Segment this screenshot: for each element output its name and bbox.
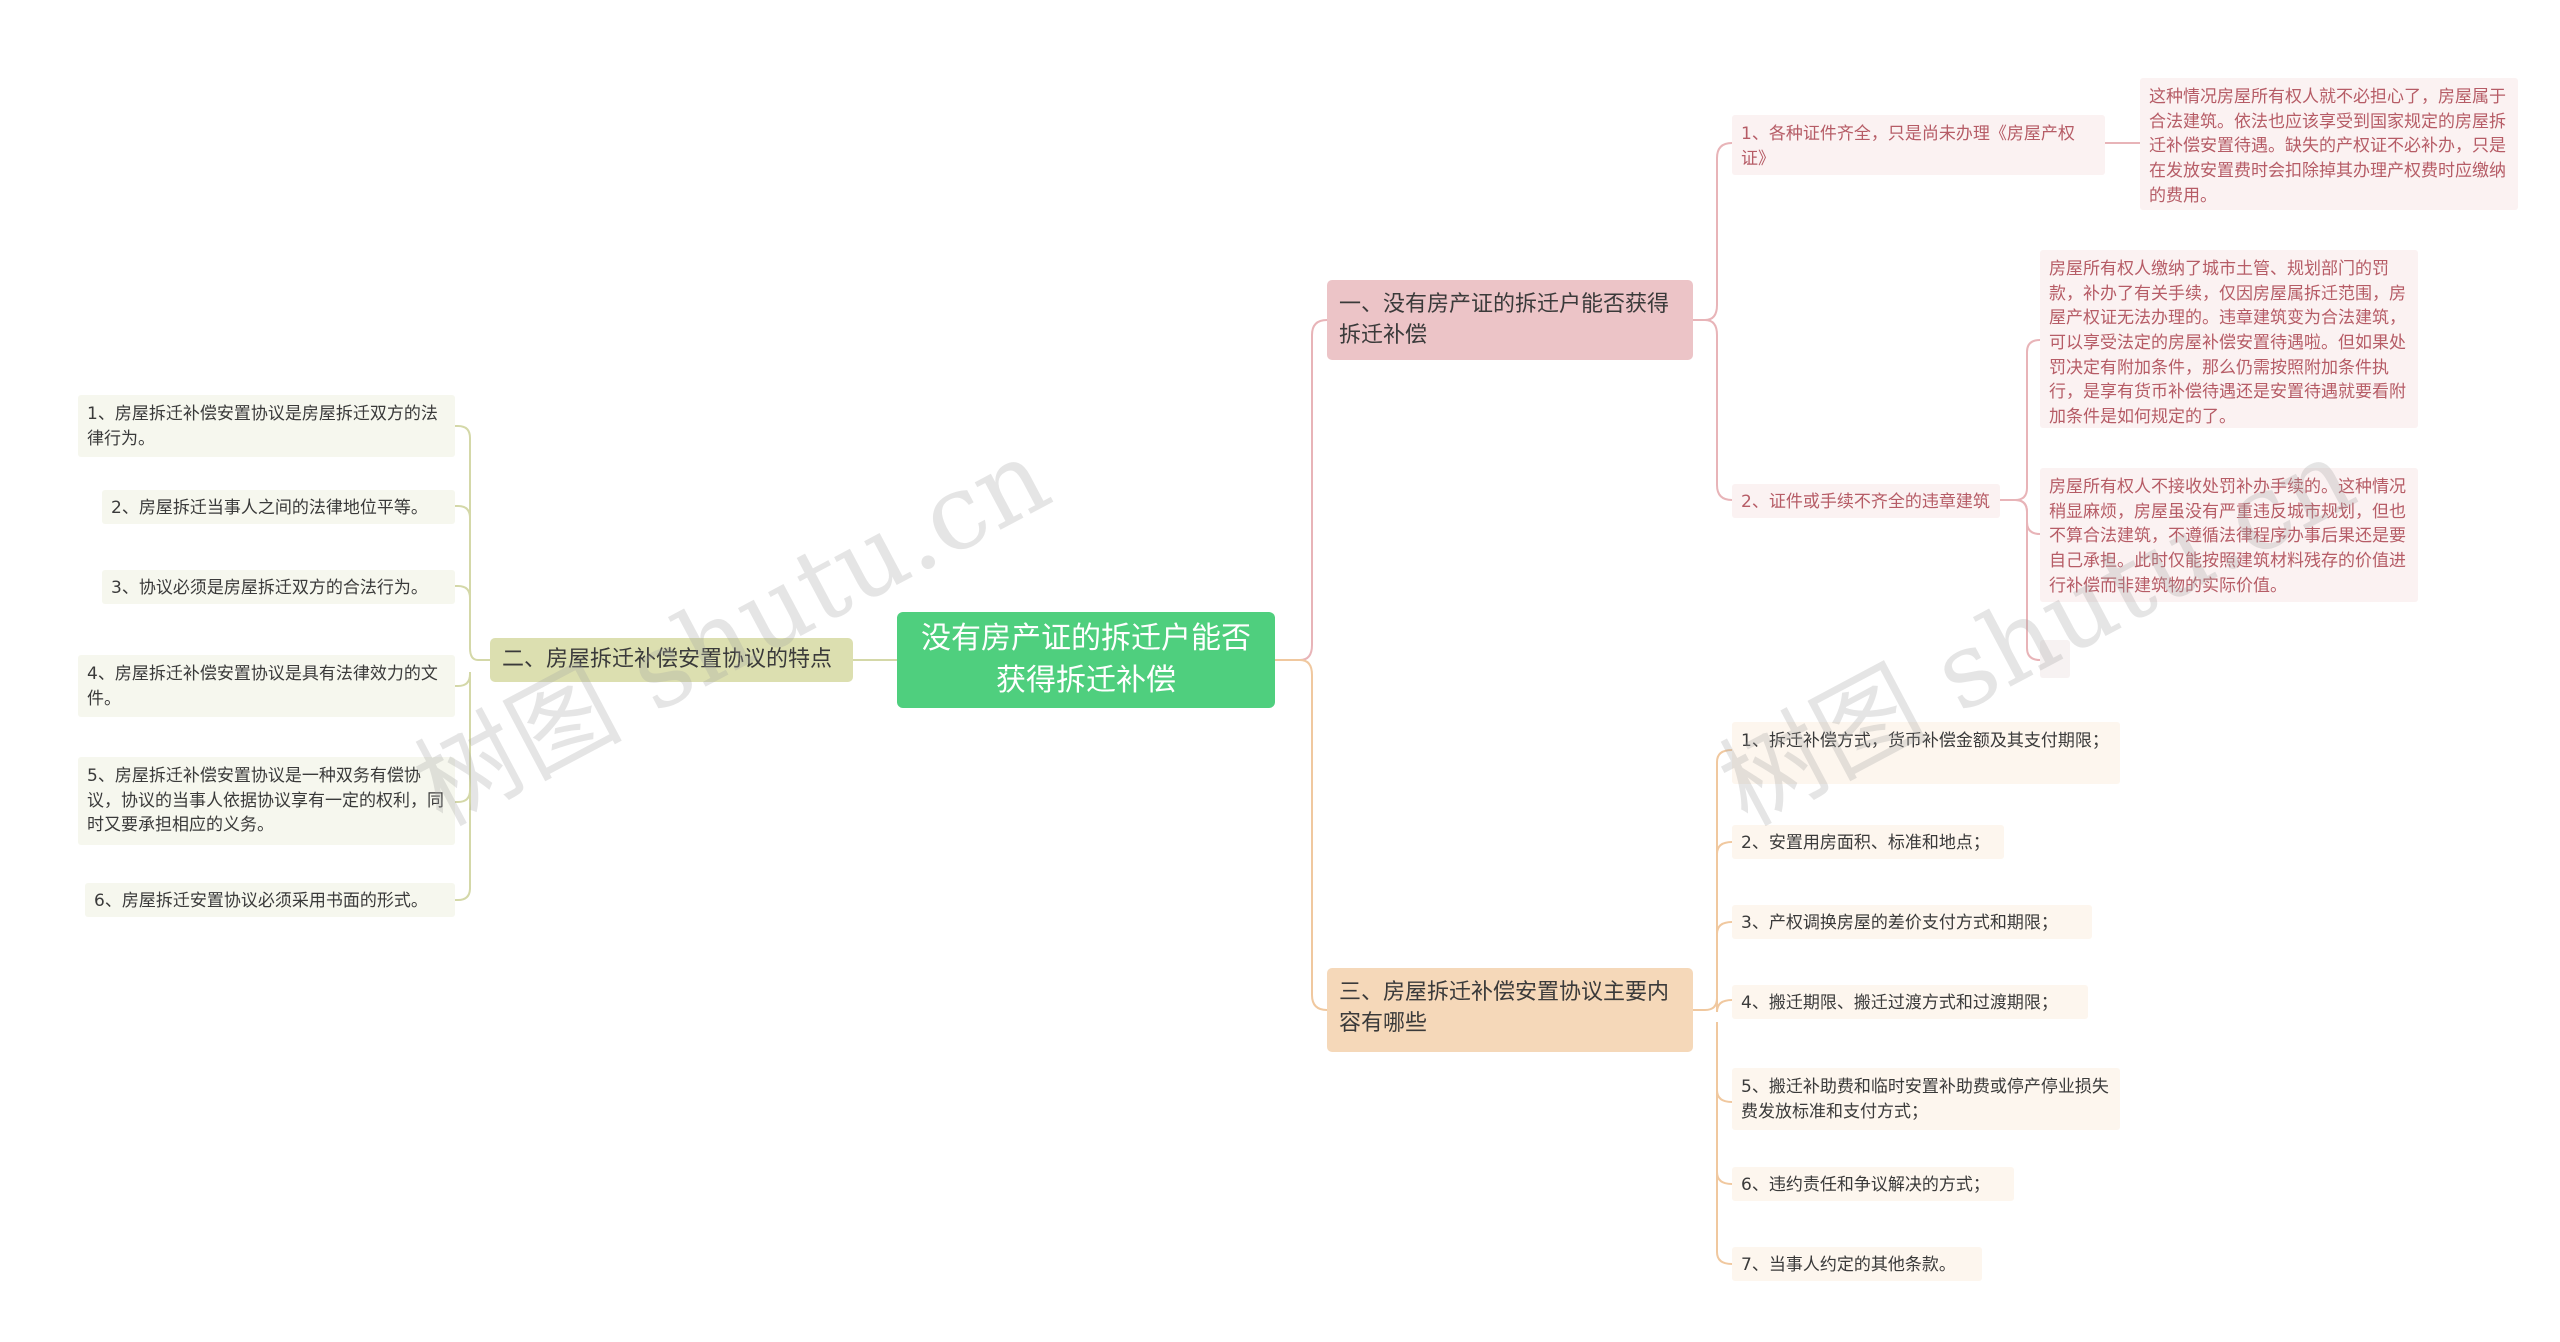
branch-2-item-2-text: 2、房屋拆迁当事人之间的法律地位平等。 (111, 498, 428, 518)
branch-3-item-3[interactable]: 3、产权调换房屋的差价支付方式和期限； (1732, 905, 2092, 939)
branch-2-label: 二、房屋拆迁补偿安置协议的特点 (502, 647, 833, 673)
connector-sub2-detail1 (2000, 339, 2041, 501)
branch-2-item-4[interactable]: 4、房屋拆迁补偿安置协议是具有法律效力的文件。 (78, 655, 455, 717)
branch-3-topic[interactable]: 三、房屋拆迁补偿安置协议主要内容有哪些 (1327, 968, 1693, 1052)
branch-2-item-1-text: 1、房屋拆迁补偿安置协议是房屋拆迁双方的法律行为。 (87, 404, 438, 449)
branch-1-sub-1[interactable]: 1、各种证件齐全，只是尚未办理《房屋产权证》 (1732, 115, 2105, 175)
connector-sub2-empty (2014, 499, 2041, 661)
root-topic[interactable]: 没有房产证的拆迁户能否获得拆迁补偿 (897, 612, 1275, 708)
branch-3-item-2-text: 2、安置用房面积、标准和地点； (1741, 833, 1990, 853)
branch-2-item-3[interactable]: 3、协议必须是房屋拆迁双方的合法行为。 (102, 570, 455, 604)
branch-3-item-6-text: 6、违约责任和争议解决的方式； (1741, 1175, 1990, 1195)
branch-1-sub-1-detail-text: 这种情况房屋所有权人就不必担心了，房屋属于合法建筑。依法也应该享受到国家规定的房… (2149, 87, 2506, 206)
branch-3-item-5-text: 5、搬迁补助费和临时安置补助费或停产停业损失费发放标准和支付方式； (1741, 1077, 2109, 1122)
connector-b2-items (455, 425, 490, 901)
branch-1-sub-2-label: 2、证件或手续不齐全的违章建筑 (1741, 492, 1990, 512)
branch-3-item-6[interactable]: 6、违约责任和争议解决的方式； (1732, 1167, 2014, 1201)
connector-sub2-detail2 (2000, 499, 2041, 535)
branch-1-topic[interactable]: 一、没有房产证的拆迁户能否获得拆迁补偿 (1327, 280, 1693, 360)
branch-1-sub-2-detail-2-text: 房屋所有权人不接收处罚补办手续的。这种情况稍显麻烦，房屋虽没有严重违反城市规划，… (2049, 477, 2406, 596)
branch-1-sub-1-detail[interactable]: 这种情况房屋所有权人就不必担心了，房屋属于合法建筑。依法也应该享受到国家规定的房… (2140, 78, 2518, 210)
branch-2-item-5-text: 5、房屋拆迁补偿安置协议是一种双务有偿协议，协议的当事人依据协议享有一定的权利，… (87, 766, 444, 836)
branch-3-item-5[interactable]: 5、搬迁补助费和临时安置补助费或停产停业损失费发放标准和支付方式； (1732, 1068, 2120, 1130)
branch-3-item-2[interactable]: 2、安置用房面积、标准和地点； (1732, 825, 2004, 859)
branch-1-sub-1-label: 1、各种证件齐全，只是尚未办理《房屋产权证》 (1741, 124, 2075, 169)
branch-2-item-4-text: 4、房屋拆迁补偿安置协议是具有法律效力的文件。 (87, 664, 438, 709)
branch-3-item-1-text: 1、拆迁补偿方式，货币补偿金额及其支付期限； (1741, 731, 2109, 751)
branch-3-label: 三、房屋拆迁补偿安置协议主要内容有哪些 (1339, 980, 1670, 1036)
branch-2-item-2[interactable]: 2、房屋拆迁当事人之间的法律地位平等。 (102, 490, 455, 524)
branch-1-sub-2-detail-2[interactable]: 房屋所有权人不接收处罚补办手续的。这种情况稍显麻烦，房屋虽没有严重违反城市规划，… (2040, 468, 2418, 602)
branch-2-topic[interactable]: 二、房屋拆迁补偿安置协议的特点 (490, 638, 853, 682)
branch-3-item-7[interactable]: 7、当事人约定的其他条款。 (1732, 1247, 1982, 1281)
branch-3-item-4[interactable]: 4、搬迁期限、搬迁过渡方式和过渡期限； (1732, 985, 2088, 1019)
connector-b1-sub1 (1693, 142, 1733, 321)
branch-1-sub-2-empty-node[interactable] (2040, 640, 2070, 678)
branch-1-sub-2-detail-1[interactable]: 房屋所有权人缴纳了城市土管、规划部门的罚款，补办了有关手续，仅因房屋属拆迁范围，… (2040, 250, 2418, 428)
branch-1-sub-2-detail-1-text: 房屋所有权人缴纳了城市土管、规划部门的罚款，补办了有关手续，仅因房屋属拆迁范围，… (2049, 259, 2406, 427)
connector-root-branch3 (1275, 659, 1328, 1011)
branch-2-item-3-text: 3、协议必须是房屋拆迁双方的合法行为。 (111, 578, 428, 598)
branch-3-item-1[interactable]: 1、拆迁补偿方式，货币补偿金额及其支付期限； (1732, 722, 2120, 784)
branch-2-item-1[interactable]: 1、房屋拆迁补偿安置协议是房屋拆迁双方的法律行为。 (78, 395, 455, 457)
connector-b3-items (1693, 749, 1733, 1265)
root-topic-label: 没有房产证的拆迁户能否获得拆迁补偿 (921, 621, 1251, 698)
branch-2-item-6-text: 6、房屋拆迁安置协议必须采用书面的形式。 (94, 891, 428, 911)
branch-2-item-5[interactable]: 5、房屋拆迁补偿安置协议是一种双务有偿协议，协议的当事人依据协议享有一定的权利，… (78, 757, 455, 845)
branch-3-item-3-text: 3、产权调换房屋的差价支付方式和期限； (1741, 913, 2058, 933)
branch-2-item-6[interactable]: 6、房屋拆迁安置协议必须采用书面的形式。 (85, 883, 455, 917)
branch-1-sub-2[interactable]: 2、证件或手续不齐全的违章建筑 (1732, 484, 2000, 518)
branch-3-item-7-text: 7、当事人约定的其他条款。 (1741, 1255, 1956, 1275)
connector-root-branch1 (1275, 319, 1328, 661)
branch-3-item-4-text: 4、搬迁期限、搬迁过渡方式和过渡期限； (1741, 993, 2058, 1013)
branch-1-label: 一、没有房产证的拆迁户能否获得拆迁补偿 (1339, 292, 1670, 348)
connector-b1-sub2 (1693, 319, 1733, 501)
